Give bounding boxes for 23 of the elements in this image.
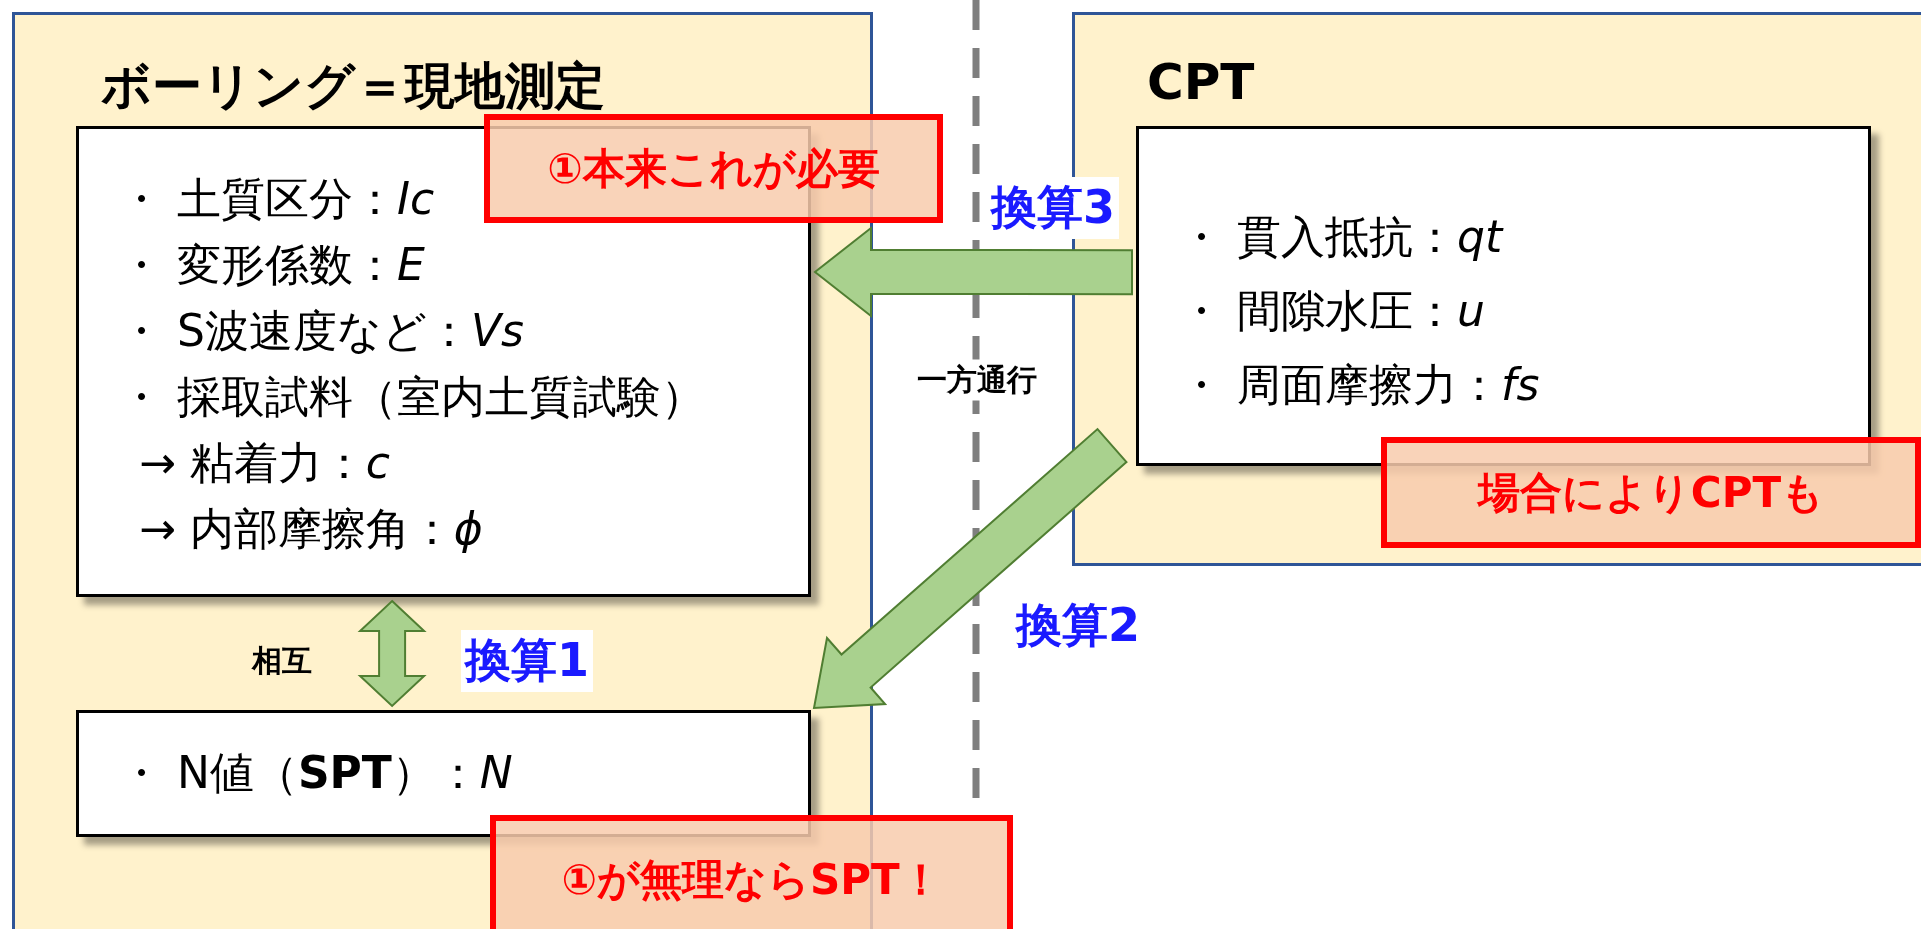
list-item: ・ 周面摩擦力：fs [1179, 358, 1540, 412]
list-item: ・ 土質区分：Ic [119, 172, 435, 226]
callout-box: ①本来これが必要 [484, 114, 943, 223]
list-item: ・ 採取試料（室内土質試験） [119, 370, 705, 424]
text-box [76, 710, 811, 837]
panel-title: CPT [1147, 53, 1255, 111]
list-item: → 粘着力：c [139, 436, 391, 490]
list-item: ・ 貫入抵抗：qt [1179, 210, 1503, 264]
block-arrow [812, 427, 1128, 710]
edge-label: 換算1 [461, 630, 593, 692]
note-text: 相互 [250, 641, 313, 680]
block-arrow [357, 599, 427, 708]
block-arrow [813, 225, 1133, 319]
list-item: ・ 変形係数：E [119, 238, 425, 292]
text-box [1136, 126, 1871, 466]
panel-title: ボーリング＝現地測定 [101, 56, 605, 117]
callout-box: ①が無理ならSPT！ [490, 815, 1013, 929]
list-item: ・ S波速度など：Vs [119, 304, 524, 358]
edge-label: 換算3 [987, 177, 1119, 239]
list-item: ・ 間隙水圧：u [1179, 284, 1485, 338]
callout-box: 場合によりCPTも [1381, 437, 1921, 548]
list-item: → 内部摩擦角：ϕ [139, 502, 483, 556]
list-item: ・ N値（SPT）：N [119, 746, 513, 800]
